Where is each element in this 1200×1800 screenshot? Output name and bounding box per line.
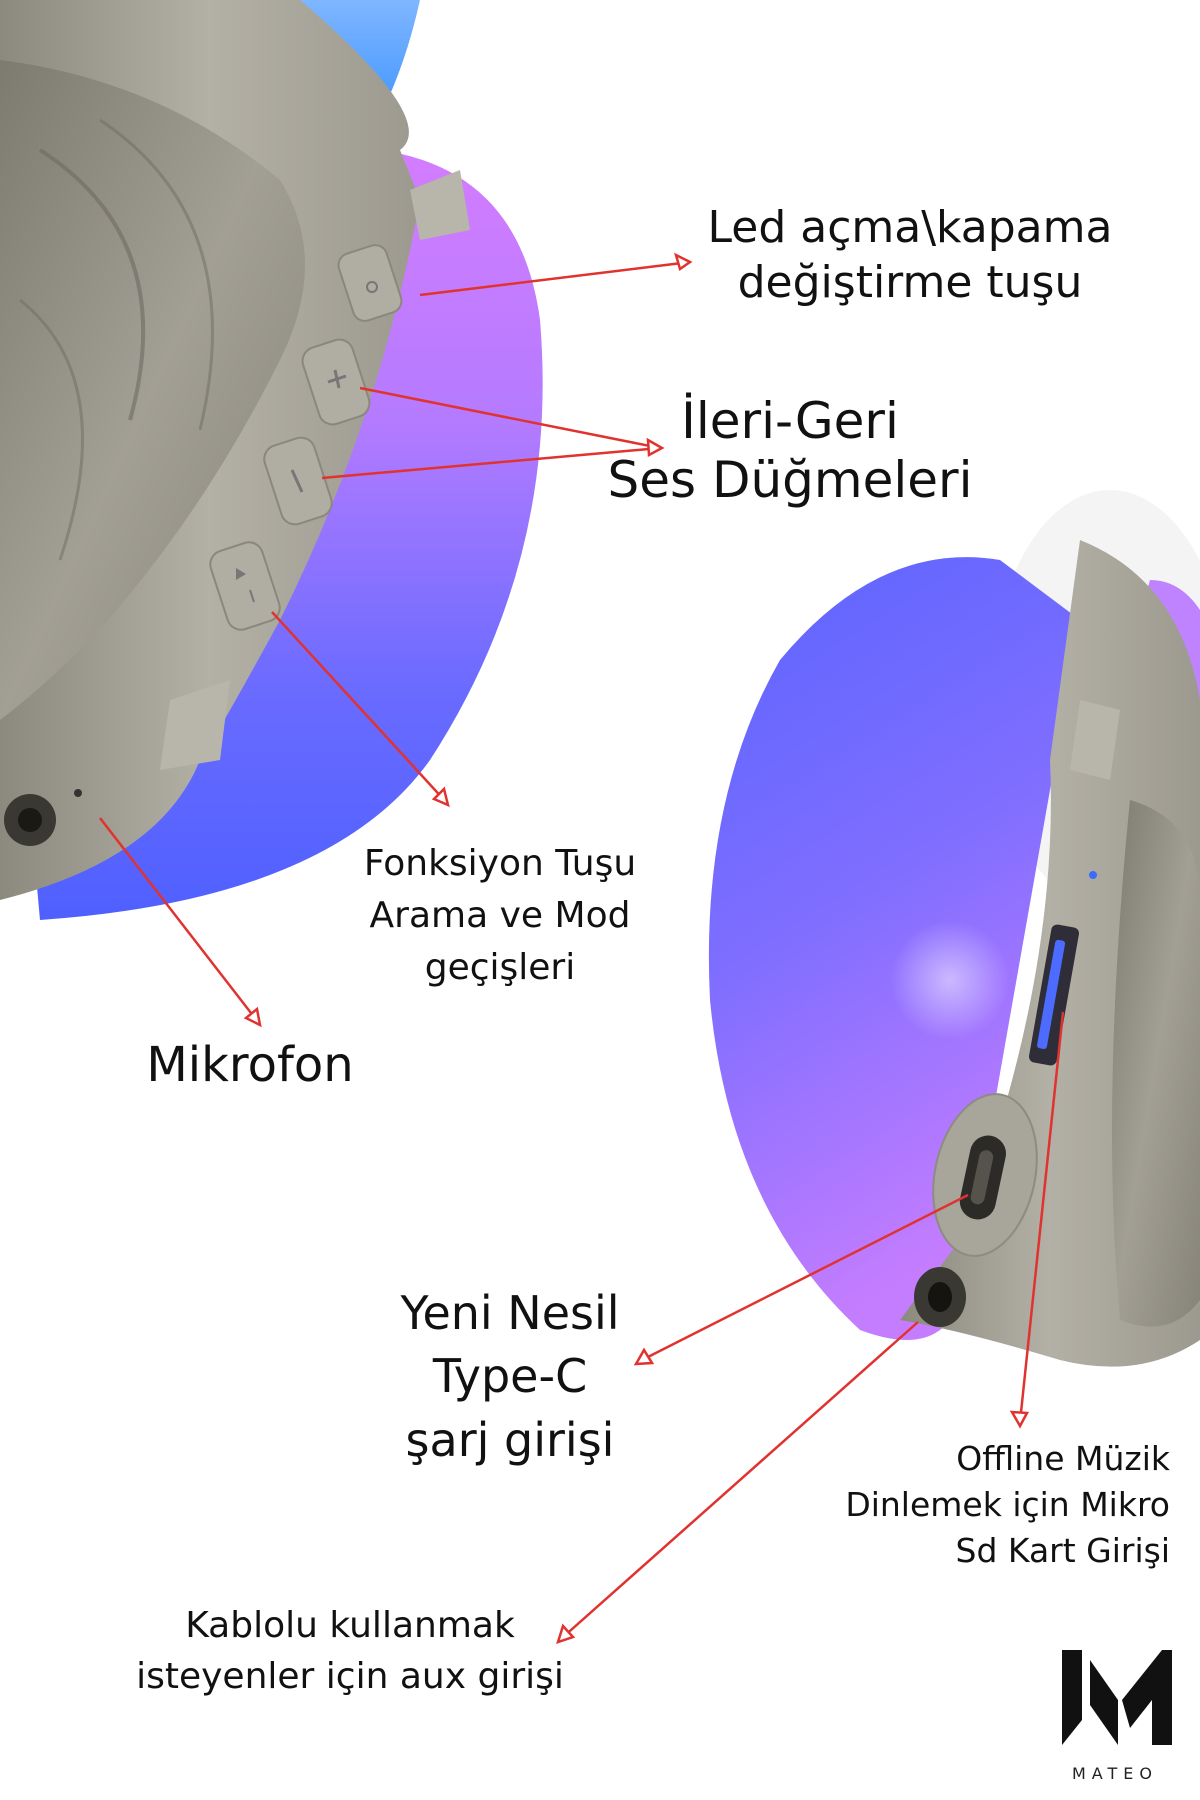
typec-label-line-2: Type-C	[432, 1349, 588, 1404]
arrow-mic	[99, 817, 259, 1023]
typec-charging-label: Yeni Nesil Type-C şarj girişi	[340, 1282, 680, 1472]
pad-fold-3	[19, 298, 84, 561]
top-ear-pad	[0, 60, 305, 720]
arrow-aux	[561, 1321, 919, 1639]
function-label-line-2: Arama ve Mod	[369, 895, 631, 937]
led-label-line-1: Led açma\kapama	[707, 202, 1113, 253]
arrow-typec	[637, 1193, 969, 1364]
aux-jack-icon[interactable]	[914, 1267, 966, 1327]
arrow-sd	[1018, 1011, 1065, 1423]
indicator-led	[1089, 871, 1097, 879]
sd-card-label: Offline Müzik Dinlemek için Mikro Sd Kar…	[730, 1436, 1170, 1575]
plus-icon	[327, 369, 347, 389]
brand-name: MATEO	[1072, 1764, 1158, 1783]
sd-slot-icon[interactable]	[1028, 924, 1080, 1067]
cup-glow	[890, 920, 1010, 1040]
function-label-line-3: geçişleri	[424, 947, 576, 989]
bottom-ear-pad	[1112, 800, 1200, 1327]
arrowhead-vol	[646, 437, 665, 458]
volume-label-line-2: Ses Düğmeleri	[607, 451, 973, 509]
mateo-logo	[1062, 1650, 1172, 1745]
arrow-led	[419, 260, 691, 297]
function-button[interactable]	[207, 539, 284, 634]
volume-up-button[interactable]	[299, 336, 373, 428]
arrowhead-aux	[556, 1623, 576, 1644]
volume-buttons-label: İleri-Geri Ses Düğmeleri	[560, 392, 1020, 510]
aux-label-line-2: isteyenler için aux girişi	[136, 1656, 564, 1698]
arrow-func	[271, 611, 447, 803]
arrowhead-typec	[633, 1347, 655, 1366]
mic-hole-icon	[74, 789, 82, 797]
aux-input-label: Kablolu kullanmak isteyenler için aux gi…	[40, 1600, 660, 1702]
aux-label-line-1: Kablolu kullanmak	[185, 1605, 515, 1646]
sd-label-line-3: Sd Kart Girişi	[955, 1531, 1171, 1571]
arrow-vol-down	[321, 446, 661, 480]
function-button-label: Fonksiyon Tuşu Arama ve Mod geçişleri	[300, 838, 700, 995]
arrowhead-mic	[243, 1006, 262, 1028]
shell-notch-bottom	[160, 680, 230, 770]
bottom-earcup	[708, 490, 1200, 1367]
led-label-line-2: değiştirme tuşu	[737, 257, 1083, 308]
arrow-vol-up	[359, 386, 661, 450]
arrowhead-func	[431, 786, 450, 808]
pad-fold-1	[38, 148, 146, 421]
shell-notch-right	[1070, 700, 1120, 780]
usb-c-port-icon[interactable]	[919, 1084, 1051, 1265]
aux-jack-top	[4, 794, 56, 846]
top-earcup	[0, 0, 543, 920]
pad-fold-2	[99, 118, 214, 431]
sun-icon	[366, 281, 378, 293]
arrowhead-sd	[1009, 1410, 1030, 1429]
microphone-label-line-1: Mikrofon	[146, 1037, 354, 1093]
callout-arrows	[99, 252, 1065, 1644]
volume-down-button[interactable]	[261, 434, 336, 528]
function-label-line-1: Fonksiyon Tuşu	[363, 843, 637, 884]
play-pause-icon	[236, 568, 255, 603]
microphone-label: Mikrofon	[100, 1035, 400, 1095]
arrowhead-led	[674, 252, 693, 272]
volume-label-line-1: İleri-Geri	[681, 392, 899, 450]
sd-label-line-2: Dinlemek için Mikro	[845, 1485, 1170, 1525]
shell-notch-top	[410, 170, 470, 240]
minus-icon	[290, 469, 304, 493]
led-button[interactable]	[335, 242, 404, 324]
led-toggle-label: Led açma\kapama değiştirme tuşu	[670, 200, 1150, 310]
sd-label-line-1: Offline Müzik	[956, 1439, 1170, 1478]
typec-label-line-3: şarj girişi	[405, 1412, 615, 1467]
typec-label-line-1: Yeni Nesil	[400, 1286, 620, 1340]
